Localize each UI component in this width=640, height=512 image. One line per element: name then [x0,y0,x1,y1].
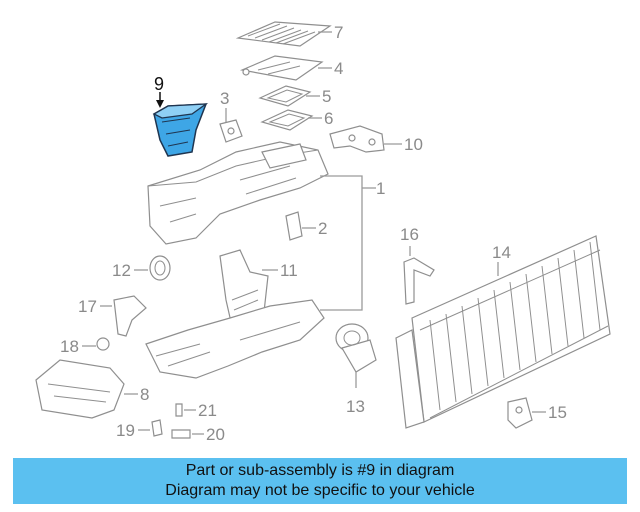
callout-6: 6 [324,109,333,128]
part-18-grommet[interactable] [96,337,110,351]
part-15-bracket[interactable] [507,397,533,429]
part-17-actuator[interactable] [113,295,147,337]
callout-19: 19 [116,421,135,440]
part-7-grille[interactable] [235,21,332,47]
callout-14: 14 [492,243,511,262]
callout-10: 10 [404,135,423,154]
info-banner: Part or sub-assembly is #9 in diagram Di… [13,458,627,504]
part-13-blower-motor[interactable] [335,323,377,373]
callout-1: 1 [376,179,385,198]
part-9-duct[interactable] [152,103,209,157]
part-14-heater-core[interactable] [395,235,611,429]
banner-line-1: Part or sub-assembly is #9 in diagram [185,462,455,479]
callout-3: 3 [220,89,229,108]
banner-line-2: Diagram may not be specific to your vehi… [165,482,475,499]
part-12-seal[interactable] [149,255,171,281]
callout-21: 21 [198,401,217,420]
parts-diagram: 7 4 5 6 9 3 10 [35,21,611,444]
callout-12: 12 [112,261,131,280]
callout-9: 9 [154,74,164,94]
callout-11: 11 [280,261,298,280]
callout-8: 8 [140,385,149,404]
part-3-bracket[interactable] [219,119,243,143]
part-19-clip[interactable] [151,419,163,437]
callout-18: 18 [60,337,79,356]
part-1-upper-housing[interactable] [147,141,329,245]
callout-7: 7 [334,23,343,42]
callout-5: 5 [322,87,331,106]
part-21-screw[interactable] [175,403,183,417]
part-1-lower-housing[interactable] [145,299,325,379]
part-16-hose[interactable] [403,257,435,305]
callout-17: 17 [78,297,97,316]
part-5-gasket[interactable] [258,85,312,107]
part-10-bracket[interactable] [329,125,385,153]
callout-13: 13 [346,397,365,416]
part-4-cover[interactable] [239,55,324,81]
callout-15: 15 [548,403,567,422]
part-2-clip[interactable] [285,211,303,241]
callout-20: 20 [206,425,225,444]
callout-4: 4 [334,59,343,78]
part-8-control-module[interactable] [35,359,125,419]
callout-16: 16 [400,225,419,244]
part-20-fastener[interactable] [171,429,191,439]
part-6-gasket[interactable] [260,109,314,131]
callout-2: 2 [318,219,327,238]
